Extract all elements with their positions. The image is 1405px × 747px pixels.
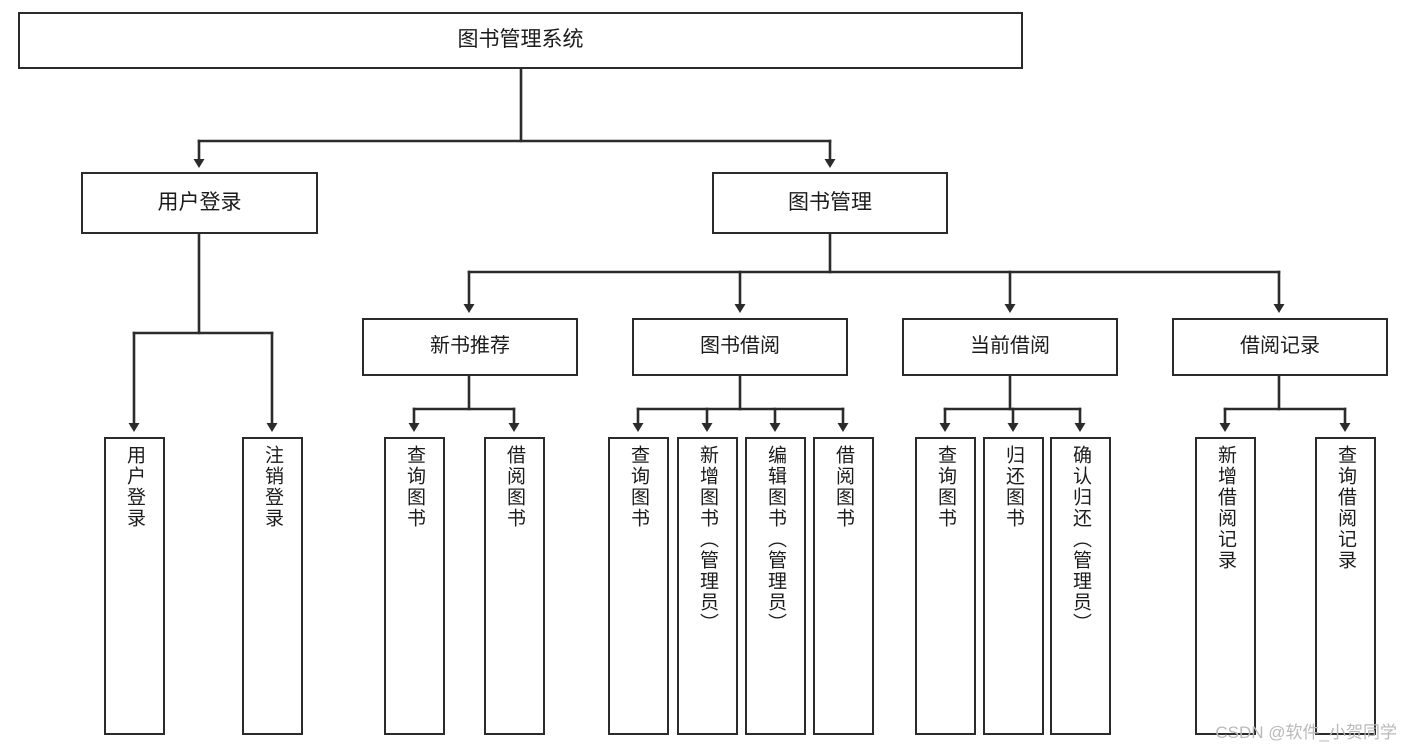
node-leaf-query-record-label: 查询借阅记录 <box>1335 445 1356 571</box>
node-root[interactable]: 图书管理系统 <box>18 12 1023 69</box>
node-book-borrow-label: 图书借阅 <box>700 335 780 358</box>
node-leaf-query-book-2-label: 查询图书 <box>628 445 649 529</box>
node-new-book-rec-label: 新书推荐 <box>430 335 510 358</box>
node-leaf-user-login-label: 用户登录 <box>124 445 145 529</box>
node-login-label: 用户登录 <box>157 190 242 214</box>
node-borrow-record-label: 借阅记录 <box>1240 335 1320 358</box>
node-leaf-confirm-return[interactable]: 确认归还（管理员） <box>1050 437 1111 735</box>
node-leaf-query-book-2[interactable]: 查询图书 <box>608 437 669 735</box>
node-leaf-return-book[interactable]: 归还图书 <box>983 437 1044 735</box>
node-leaf-query-book-3-label: 查询图书 <box>935 445 956 529</box>
node-leaf-user-login[interactable]: 用户登录 <box>104 437 165 735</box>
node-leaf-borrow-book-2[interactable]: 借阅图书 <box>813 437 874 735</box>
node-leaf-query-book-1-label: 查询图书 <box>404 445 425 529</box>
node-current-borrow-label: 当前借阅 <box>970 335 1050 358</box>
node-leaf-edit-book-label: 编辑图书（管理员） <box>765 445 786 634</box>
node-root-label: 图书管理系统 <box>457 28 584 52</box>
node-leaf-query-book-3[interactable]: 查询图书 <box>915 437 976 735</box>
node-leaf-logout[interactable]: 注销登录 <box>242 437 303 735</box>
node-leaf-add-record-label: 新增借阅记录 <box>1215 445 1236 571</box>
node-book-borrow[interactable]: 图书借阅 <box>632 318 848 376</box>
node-leaf-borrow-book-1[interactable]: 借阅图书 <box>484 437 545 735</box>
node-leaf-edit-book[interactable]: 编辑图书（管理员） <box>745 437 806 735</box>
node-leaf-add-book[interactable]: 新增图书（管理员） <box>677 437 738 735</box>
node-login[interactable]: 用户登录 <box>81 172 318 234</box>
node-leaf-confirm-return-label: 确认归还（管理员） <box>1070 445 1091 634</box>
node-leaf-query-book-1[interactable]: 查询图书 <box>384 437 445 735</box>
node-current-borrow[interactable]: 当前借阅 <box>902 318 1118 376</box>
node-leaf-query-record[interactable]: 查询借阅记录 <box>1315 437 1376 735</box>
node-leaf-add-book-label: 新增图书（管理员） <box>697 445 718 634</box>
node-book-mgmt[interactable]: 图书管理 <box>712 172 948 234</box>
node-leaf-borrow-book-2-label: 借阅图书 <box>833 445 854 529</box>
node-leaf-logout-label: 注销登录 <box>262 445 283 529</box>
node-leaf-return-book-label: 归还图书 <box>1003 445 1024 529</box>
node-new-book-rec[interactable]: 新书推荐 <box>362 318 578 376</box>
node-leaf-borrow-book-1-label: 借阅图书 <box>504 445 525 529</box>
node-leaf-add-record[interactable]: 新增借阅记录 <box>1195 437 1256 735</box>
node-borrow-record[interactable]: 借阅记录 <box>1172 318 1388 376</box>
node-book-mgmt-label: 图书管理 <box>788 190 872 214</box>
